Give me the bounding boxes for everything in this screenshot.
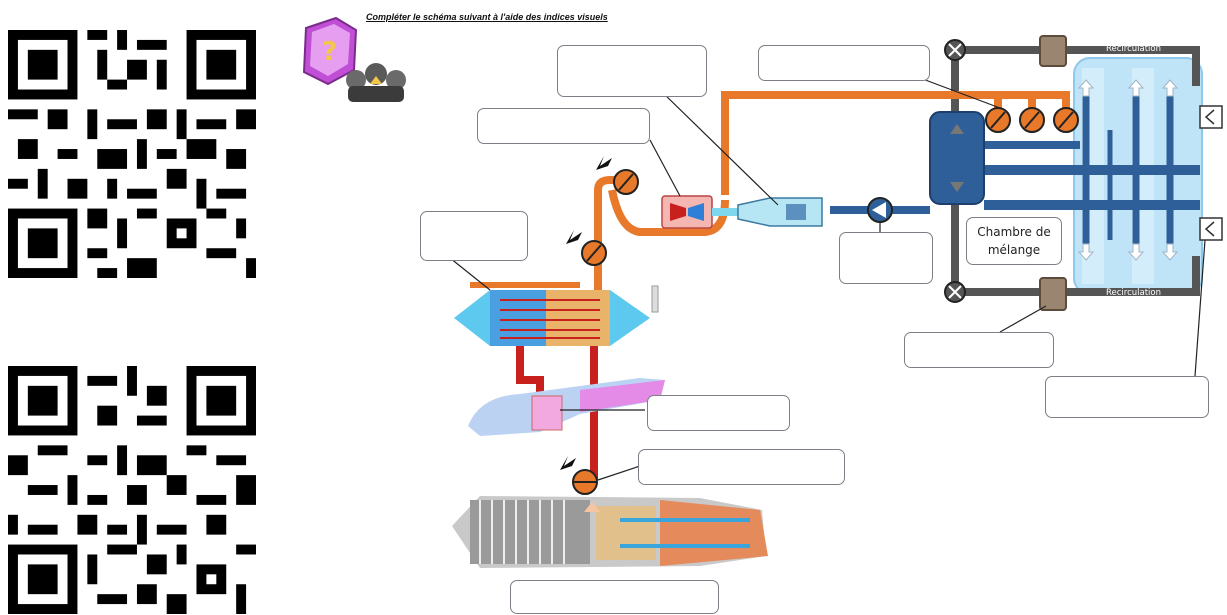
answer-box-1[interactable]	[557, 45, 707, 97]
bleed-air-duct	[516, 346, 598, 480]
electric-actuator-icon	[566, 230, 582, 248]
shutoff-valve-icon	[944, 281, 966, 303]
temperature-sensor-icon	[1199, 217, 1223, 241]
answer-box-10[interactable]	[510, 580, 719, 614]
heat-exchanger	[454, 282, 659, 346]
jet-engine	[452, 496, 768, 568]
temperature-sensor-icon	[1199, 105, 1223, 129]
valve-icon	[581, 240, 607, 266]
shutoff-valve-icon	[944, 39, 966, 61]
filter-icon	[1039, 35, 1067, 67]
valve-icon	[1053, 107, 1079, 133]
clash-badge-icon: ?	[302, 16, 406, 102]
fan-icon	[867, 197, 893, 223]
cabin-airflow-arrows	[1077, 79, 1179, 261]
answer-box-8[interactable]	[647, 395, 790, 431]
mixing-chamber-label: Chambre de mélange	[966, 217, 1062, 265]
valve-icon	[572, 469, 598, 495]
answer-box-6[interactable]	[904, 332, 1054, 368]
answer-box-7[interactable]	[1045, 376, 1209, 418]
filter-icon	[1039, 277, 1067, 311]
valve-icon	[613, 169, 639, 195]
answer-box-5[interactable]	[839, 232, 933, 284]
electric-actuator-icon	[560, 456, 576, 474]
answer-box-2[interactable]	[758, 45, 930, 81]
cold-air-ducts	[830, 95, 1200, 250]
page-title: Compléter le schéma suivant à l'aide des…	[366, 12, 608, 22]
mixing-chamber	[929, 111, 985, 205]
precooler	[468, 378, 665, 436]
qr-code-icon	[8, 30, 256, 278]
electric-actuator-icon	[596, 156, 612, 174]
answer-box-3[interactable]	[477, 108, 650, 144]
answer-box-9[interactable]	[638, 449, 845, 485]
leader-lines	[449, 77, 1206, 481]
qr-code-icon	[8, 366, 256, 614]
water-separator	[737, 197, 823, 227]
recirculation-ducts	[951, 46, 1200, 296]
answer-box-4[interactable]	[420, 211, 528, 261]
recirculation-label-top: Recirculation	[1106, 44, 1162, 54]
valve-icon	[985, 107, 1011, 133]
svg-text:?: ?	[322, 37, 337, 67]
valve-icon	[1019, 107, 1045, 133]
recirculation-label-bottom: Recirculation	[1106, 288, 1162, 298]
air-cycle-machine	[661, 195, 713, 229]
